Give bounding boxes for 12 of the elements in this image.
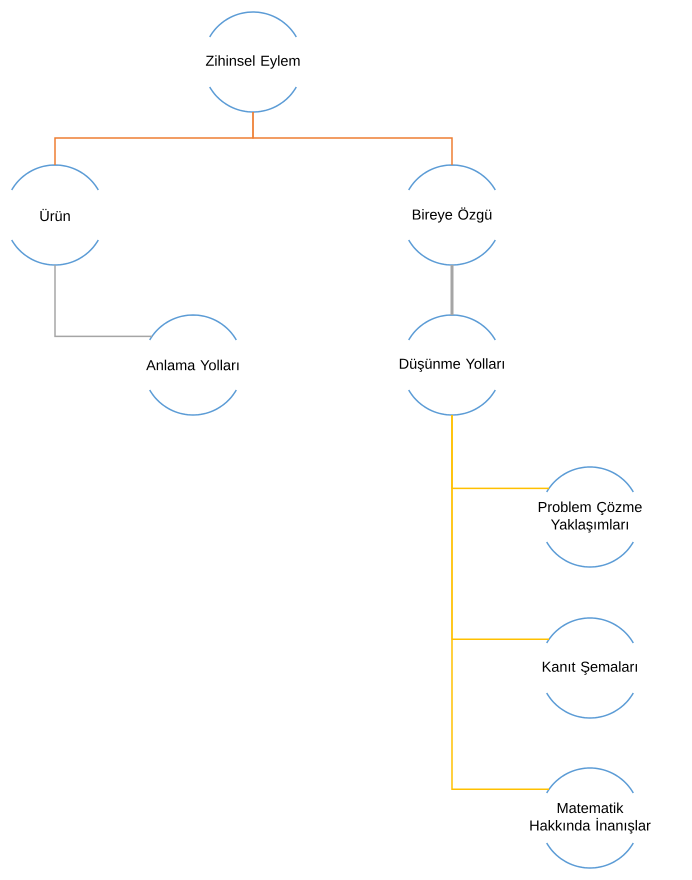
node-label: Matematik Hakkında İnanışlar: [530, 802, 651, 834]
node-label: Bireye Özgü: [412, 207, 492, 223]
connector-line: [451, 415, 550, 790]
node-label: Düşünme Yolları: [400, 358, 504, 372]
connector-line: [54, 265, 152, 338]
node-label: Ürün: [40, 208, 70, 222]
node-label: Zihinsel Eylem: [206, 55, 300, 69]
node-label: Kanıt Şemaları: [542, 661, 637, 675]
connector-line: [252, 112, 453, 165]
connector-line: [450, 265, 454, 315]
node-label: Anlama Yolları: [146, 360, 238, 370]
node-label: Problem Çözme Yaklaşımları: [538, 501, 642, 533]
